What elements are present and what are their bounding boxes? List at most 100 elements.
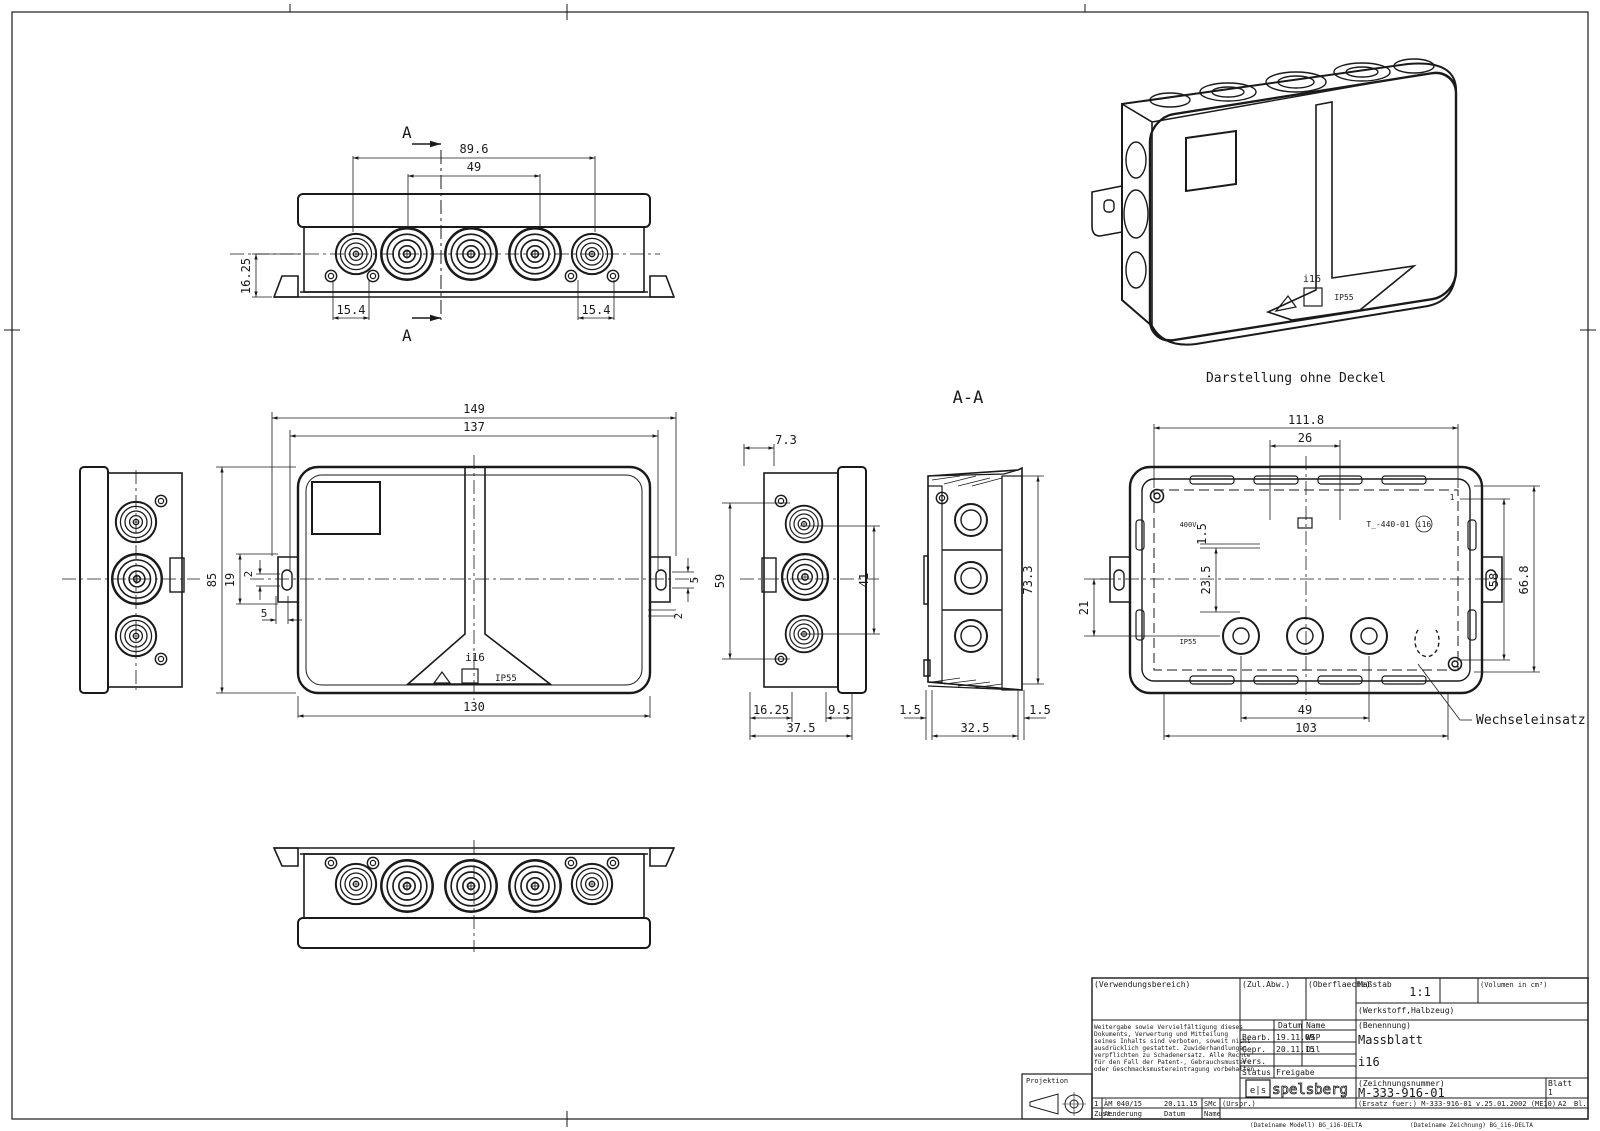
- dim-58: 58: [1487, 573, 1501, 587]
- screw-icon: [366, 856, 380, 870]
- spelsberg-logo: e|s spelsberg: [1245, 1079, 1348, 1098]
- dim-49-top: 49: [467, 160, 481, 174]
- inner-mark-5: 1: [1450, 493, 1455, 502]
- inner-mark-3: i16: [1417, 520, 1432, 529]
- section-marker-bottom: A: [402, 326, 412, 345]
- tb-format: A2: [1558, 1100, 1566, 1108]
- dim-111-8: 111.8: [1288, 413, 1324, 427]
- dim-19: 19: [223, 573, 237, 587]
- dim-149: 149: [463, 402, 485, 416]
- tb-werkstoff: (Werkstoff,Halbzeug): [1358, 1006, 1454, 1015]
- dim-5-front-right: 5: [688, 577, 701, 584]
- dim-32-5: 32.5: [961, 721, 990, 735]
- tb-gepr: Gepr.: [1242, 1045, 1266, 1054]
- dim-15-4-left: 15.4: [337, 303, 366, 317]
- tb-bearb: Bearb.: [1242, 1033, 1271, 1042]
- dim-49-inner: 49: [1298, 703, 1312, 717]
- screw-icon: [606, 269, 620, 283]
- dim-5-front-left: 5: [261, 607, 268, 620]
- tb-vers: Vers.: [1242, 1057, 1266, 1066]
- iso-caption: Darstellung ohne Deckel: [1206, 371, 1386, 386]
- dim-7-3: 7.3: [775, 433, 797, 447]
- section-marker-top: A: [402, 123, 412, 142]
- screw-icon: [774, 494, 788, 508]
- tb-benennung1: Massblatt: [1358, 1033, 1423, 1047]
- right-side-view: 7.3 59 41 16.25 9.5 37.5: [713, 433, 880, 740]
- dim-15-4-right: 15.4: [582, 303, 611, 317]
- dim-103: 103: [1295, 721, 1317, 735]
- iso-side-glands: [1123, 141, 1149, 289]
- iso-lid-type: i16: [1303, 274, 1321, 285]
- tb-massstab-label: Maßstab: [1358, 980, 1392, 989]
- dim-16-25-top: 16.25: [239, 258, 253, 294]
- tb-dateiname-modell: (Dateiname Modell) BG_i16-DELTA: [1250, 1122, 1362, 1129]
- tb-benennung2: i16: [1358, 1055, 1380, 1069]
- dim-41: 41: [857, 573, 871, 587]
- isometric-view: i16 IP55 Darstellung ohne Deckel: [1091, 58, 1458, 386]
- screw-icon: [324, 856, 338, 870]
- tb-rev-name: SMc: [1204, 1100, 1217, 1108]
- tb-zust: Zust.: [1094, 1110, 1115, 1118]
- screw-icon: [564, 269, 578, 283]
- tb-bearb-name: WSP: [1306, 1033, 1321, 1042]
- lid-rating-label: IP55: [495, 674, 517, 684]
- tb-volumen: (Volumen in cm³): [1480, 981, 1547, 989]
- tb-rev-index: 1: [1094, 1100, 1098, 1108]
- dim-85: 85: [205, 573, 219, 587]
- tb-rev-ae: ÄM 040/15: [1104, 1099, 1142, 1108]
- screw-icon: [1149, 488, 1165, 504]
- tb-gepr-name: Oil: [1306, 1045, 1321, 1054]
- tb-massstab-value: 1:1: [1409, 985, 1431, 999]
- tb-oberflaeche: (Oberflaeche): [1308, 980, 1371, 989]
- dim-1-5-right: 1.5: [1029, 703, 1051, 717]
- tb-zeichnungsnummer: M-333-916-01: [1358, 1086, 1445, 1100]
- iso-lid-rating: IP55: [1334, 293, 1353, 302]
- tb-dateiname-zeichnung: (Dateiname Zeichnung) BG_i16-DELTA: [1410, 1122, 1533, 1129]
- dim-21: 21: [1077, 601, 1091, 615]
- insert-callout: Wechseleinsatz: [1476, 713, 1586, 728]
- dim-9-5: 9.5: [828, 703, 850, 717]
- tb-zul-abw: (Zul.Abw.): [1242, 980, 1290, 989]
- screw-icon: [606, 856, 620, 870]
- dim-1-5-left: 1.5: [899, 703, 921, 717]
- dim-130: 130: [463, 700, 485, 714]
- tb-name-foot: Name: [1204, 1110, 1221, 1118]
- dim-73-3: 73.3: [1021, 566, 1035, 595]
- tb-benennung-label: (Benennung): [1358, 1021, 1411, 1030]
- svg-text:e|s: e|s: [1250, 1086, 1266, 1096]
- tb-verwendungsbereich: (Verwendungsbereich): [1094, 980, 1190, 989]
- tb-blatt-value: 1: [1548, 1088, 1553, 1097]
- screw-icon: [324, 269, 338, 283]
- tb-freigabe: Freigabe: [1276, 1068, 1315, 1077]
- bottom-view: [272, 840, 676, 952]
- inner-mark-1: 400V: [1180, 521, 1198, 529]
- tb-zeichnungsnummer-label: (Zeichnungsnummer): [1358, 1079, 1445, 1088]
- tb-urspr: (Urspr.): [1222, 1100, 1256, 1108]
- logo-text: spelsberg: [1272, 1082, 1348, 1098]
- tb-gepr-date: 20.11.15: [1276, 1045, 1315, 1054]
- screw-icon: [564, 856, 578, 870]
- tb-bl: Bl.: [1574, 1100, 1587, 1108]
- title-block: Projektion e|s spelsberg: [1021, 977, 1589, 1120]
- dim-16-25-side: 16.25: [753, 703, 789, 717]
- sheet-border: [4, 4, 1596, 1127]
- tb-bearb-date: 19.11.09: [1276, 1033, 1315, 1042]
- dim-137: 137: [463, 420, 485, 434]
- tb-status: Status: [1242, 1068, 1271, 1077]
- tb-name-head: Name: [1306, 1021, 1325, 1030]
- section-view: 73.3 1.5 32.5 1.5: [899, 466, 1051, 740]
- tb-aenderung: Aenderung: [1104, 1110, 1142, 1118]
- tb-ersatz: (Ersatz fuer:) M-333-916-01 v.25.01.2002…: [1358, 1100, 1556, 1108]
- screw-icon: [154, 652, 168, 666]
- dim-2-front-left: 2: [242, 571, 255, 578]
- title-block-text: (Verwendungsbereich) (Zul.Abw.) (Oberfla…: [1094, 980, 1587, 1129]
- screw-icon: [1447, 656, 1463, 672]
- tb-blatt-label: Blatt: [1548, 1079, 1572, 1088]
- screw-icon: [154, 494, 168, 508]
- left-side-view: [62, 466, 200, 694]
- inner-mark-4: IP55: [1180, 638, 1197, 646]
- dim-2-front-right: 2: [672, 613, 685, 620]
- iso-logo: i16 IP55: [1274, 274, 1354, 312]
- projection-icon: [1029, 1092, 1086, 1116]
